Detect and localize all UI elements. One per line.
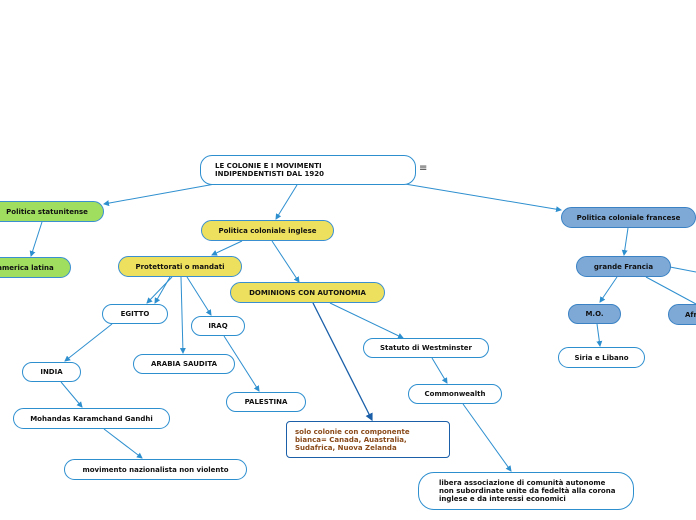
node-statuto-westminster[interactable]: Statuto di Westminster [363,338,489,358]
node-label: libera associazione di comunità autonome… [439,479,616,503]
node-label: Protettorati o mandati [135,262,225,271]
node-solo-colonie[interactable]: solo colonie con componente bianca= Cana… [286,421,450,458]
node-label: Politica statunitense [6,207,88,216]
menu-icon[interactable]: ≡ [419,163,428,174]
node-label: Politica coloniale francese [576,213,681,222]
node-america-latina[interactable]: america latina [0,257,71,278]
node-iraq[interactable]: IRAQ [191,316,245,336]
node-label: M.O. [585,310,604,318]
node-egitto[interactable]: EGITTO [102,304,168,324]
node-mo[interactable]: M.O. [568,304,621,324]
node-label: Mohandas Karamchand Gandhi [30,414,153,423]
node-label: Commonwealth [424,390,486,398]
node-palestina[interactable]: PALESTINA [226,392,306,412]
node-commonwealth[interactable]: Commonwealth [408,384,502,404]
node-afr[interactable]: Afr [668,304,696,325]
node-label: ARABIA SAUDITA [150,360,217,368]
node-label: PALESTINA [244,398,288,406]
node-label: DOMINIONS CON AUTONOMIA [249,288,366,297]
root-node[interactable]: LE COLONIE E I MOVIMENTI INDIPENDENTISTI… [200,155,416,185]
node-libera-associazione[interactable]: libera associazione di comunità autonome… [418,472,634,510]
node-label: solo colonie con componente bianca= Cana… [295,428,410,452]
node-arabia-saudita[interactable]: ARABIA SAUDITA [133,354,235,374]
node-grande-francia[interactable]: grande Francia [576,256,671,277]
node-movimento-nazionalista[interactable]: movimento nazionalista non violento [64,459,247,480]
node-gandhi[interactable]: Mohandas Karamchand Gandhi [13,408,170,429]
node-label: america latina [0,263,54,272]
node-india[interactable]: INDIA [22,362,81,382]
node-label: Siria e Libano [574,353,629,362]
node-politica-statunitense[interactable]: Politica statunitense [0,201,104,222]
node-siria-libano[interactable]: Siria e Libano [558,347,645,368]
root-title: LE COLONIE E I MOVIMENTI INDIPENDENTISTI… [215,162,324,178]
node-label: Politica coloniale inglese [218,226,317,235]
node-label: grande Francia [593,262,654,271]
node-politica-francese[interactable]: Politica coloniale francese [561,207,696,228]
node-label: IRAQ [208,322,228,330]
node-politica-inglese[interactable]: Politica coloniale inglese [201,220,334,241]
node-label: movimento nazionalista non violento [82,465,229,474]
node-dominions[interactable]: DOMINIONS CON AUTONOMIA [230,282,385,303]
node-label: INDIA [40,368,63,376]
node-protettorati[interactable]: Protettorati o mandati [118,256,242,277]
node-label: Statuto di Westminster [379,344,472,352]
node-label: Afr [685,310,696,319]
node-label: EGITTO [120,310,150,318]
